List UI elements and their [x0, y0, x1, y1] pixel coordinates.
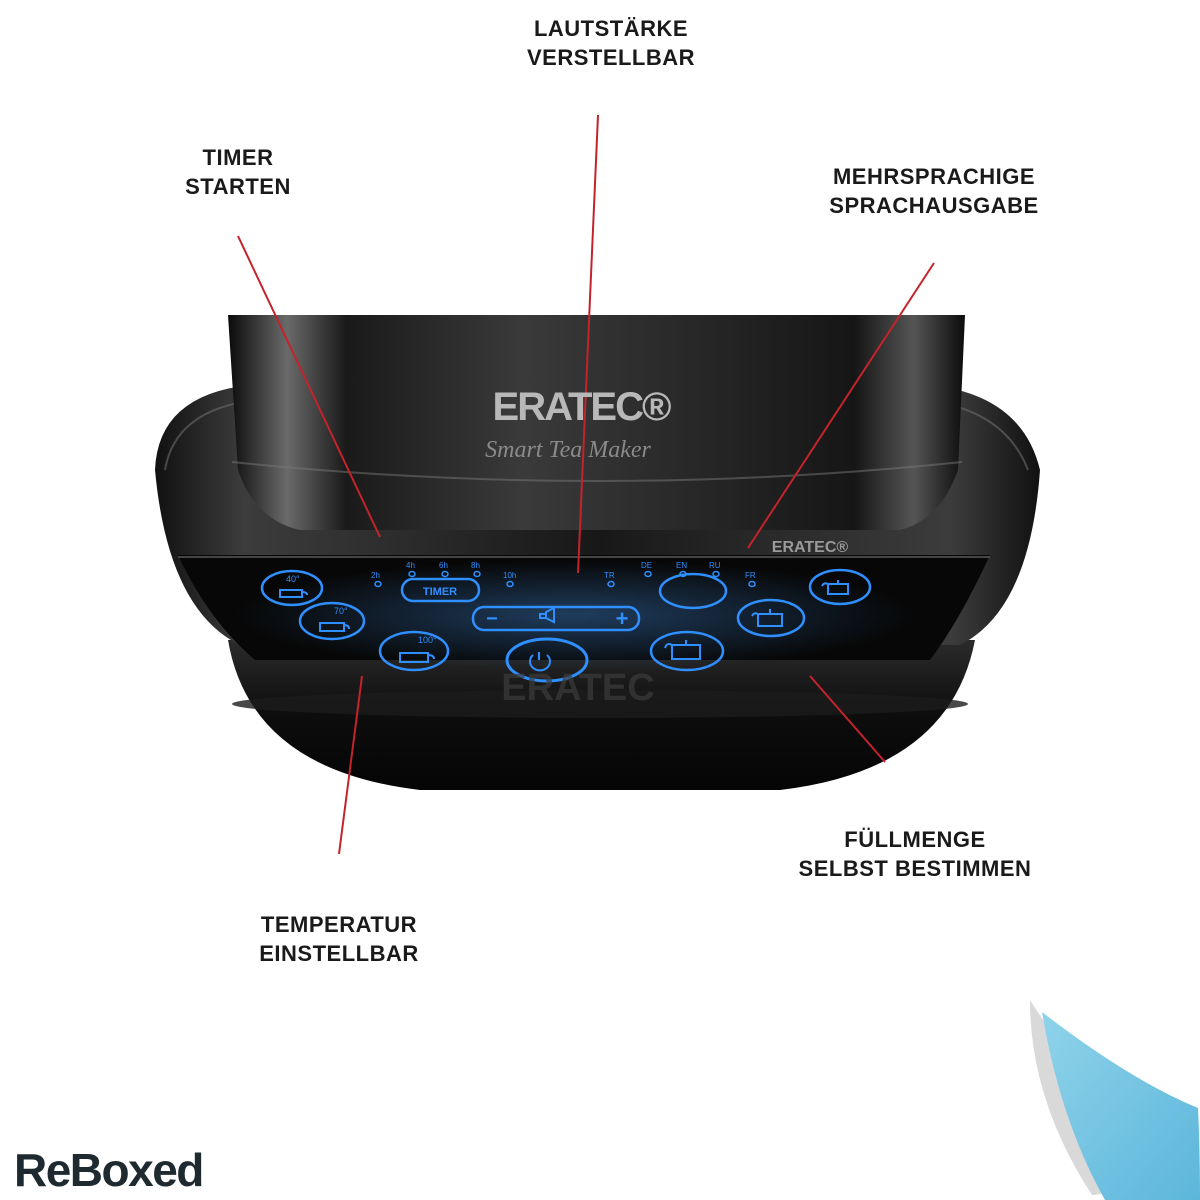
brand-reflection: ERATEC	[501, 667, 654, 709]
fill-large-button[interactable]	[649, 630, 725, 672]
temp-100-button[interactable]	[378, 630, 450, 672]
brand-logo-small: ERATEC®	[772, 539, 849, 556]
model-name: Smart Tea Maker	[485, 437, 651, 463]
timer-option-label: 6h	[439, 561, 448, 570]
temp-label: 40°	[286, 574, 300, 584]
callout-line-2: EINSTELLBAR	[259, 941, 419, 966]
timer-option-label: 2h	[371, 571, 380, 580]
callout-line-2: STARTEN	[185, 174, 291, 199]
timer-option-label: 10h	[503, 571, 516, 580]
language-label: DE	[641, 561, 652, 570]
language-label: EN	[676, 561, 687, 570]
watermark-logo: ReBoxed	[14, 1144, 204, 1196]
callout-lines	[237, 114, 935, 855]
temp-label: 100°	[418, 635, 437, 645]
callout-line-1: LAUTSTÄRKE	[533, 16, 689, 41]
voice-language-button[interactable]	[658, 572, 728, 610]
timer-option-label: 4h	[406, 561, 415, 570]
callout-temp: TEMPERATUR EINSTELLBAR	[228, 910, 450, 968]
language-label: FR	[745, 571, 756, 580]
callout-line-2: VERSTELLBAR	[526, 45, 696, 70]
temp-label: 70°	[334, 606, 348, 616]
power-button[interactable]	[505, 637, 589, 683]
fill-small-button[interactable]	[808, 568, 872, 606]
corner-accent	[1030, 1000, 1200, 1200]
callout-fill: FÜLLMENGE SELBST BESTIMMEN	[770, 825, 1060, 883]
callout-line-1: TEMPERATUR	[260, 912, 418, 937]
timer-button-label: TIMER	[423, 586, 457, 598]
brand-logo: ERATEC®	[493, 385, 671, 429]
temp-40-button[interactable]	[260, 569, 324, 607]
callout-voice: MEHRSPRACHIGE SPRACHAUSGABE	[800, 162, 1068, 220]
indicator-dots	[374, 570, 756, 588]
callout-line-1: FÜLLMENGE	[844, 827, 986, 852]
volume-minus[interactable]: −	[486, 608, 498, 630]
callout-volume: LAUTSTÄRKE VERSTELLBAR	[480, 14, 742, 72]
timer-button[interactable]	[400, 577, 481, 603]
language-label: RU	[709, 561, 721, 570]
language-label: TR	[604, 571, 615, 580]
timer-option-label: 8h	[471, 561, 480, 570]
fill-medium-button[interactable]	[736, 598, 806, 638]
panel-buttons	[260, 568, 872, 683]
kettle-icons	[279, 580, 849, 672]
callout-timer: TIMER STARTEN	[138, 143, 338, 201]
temp-70-button[interactable]	[298, 601, 366, 641]
volume-control[interactable]	[471, 605, 641, 632]
callout-line-2: SELBST BESTIMMEN	[798, 856, 1032, 881]
callout-line-1: MEHRSPRACHIGE	[832, 164, 1036, 189]
callout-line-1: TIMER	[202, 145, 274, 170]
callout-line-2: SPRACHAUSGABE	[829, 193, 1039, 218]
volume-plus[interactable]: +	[616, 606, 629, 631]
